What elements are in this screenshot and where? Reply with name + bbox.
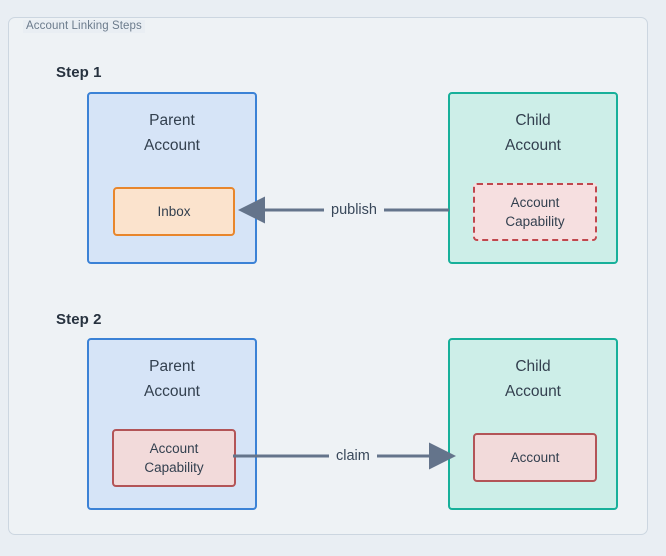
step-2-account-label: Account [510, 450, 560, 465]
step-2-child-account-title: Child Account [504, 358, 561, 400]
diagram-container: Account Linking Steps Step 1 Parent Acco… [8, 17, 648, 535]
step-2-claim-label: claim [329, 447, 377, 465]
step-2-parent-account-title: Parent Account [143, 358, 200, 400]
step-2-label: Step 2 [56, 311, 102, 328]
step-1-account-capability-label: Account Capability [505, 195, 565, 229]
step-1-child-account-title: Child Account [504, 112, 561, 154]
step-1-inbox-box[interactable]: Inbox [113, 187, 235, 236]
step-1-child-account-node[interactable]: Child Account Account Capability [448, 92, 618, 264]
step-2-parent-account-node[interactable]: Parent Account Account Capability [87, 338, 257, 510]
step-1-inbox-label: Inbox [157, 204, 191, 219]
step-1-parent-account-node[interactable]: Parent Account Inbox [87, 92, 257, 264]
step-2-child-account-node[interactable]: Child Account Account [448, 338, 618, 510]
diagram-title: Account Linking Steps [23, 20, 145, 33]
step-1-parent-account-title: Parent Account [143, 112, 200, 154]
step-1-account-capability-box[interactable]: Account Capability [473, 183, 597, 241]
step-1-label: Step 1 [56, 64, 102, 81]
step-2-account-capability-label: Account Capability [144, 441, 204, 475]
step-2-account-capability-box[interactable]: Account Capability [112, 429, 236, 487]
step-2-account-box[interactable]: Account [473, 433, 597, 482]
step-1-publish-label: publish [324, 201, 384, 219]
